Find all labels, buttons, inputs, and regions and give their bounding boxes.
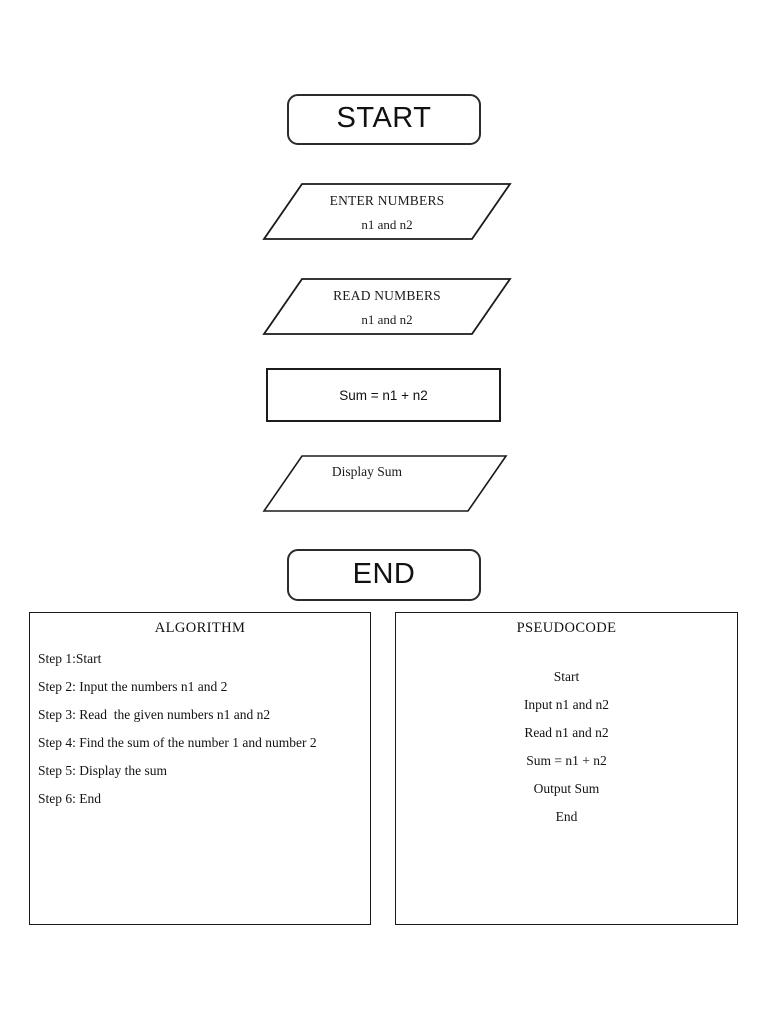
flow-node-read-numbers-line2: n1 and n2 [361, 312, 413, 327]
algorithm-step: Step 1:Start [38, 651, 102, 666]
parallelogram-icon [262, 455, 508, 512]
parallelogram-icon [262, 278, 512, 335]
algorithm-step-list: Step 1:Start Step 2: Input the numbers n… [30, 645, 370, 813]
algorithm-panel: ALGORITHM Step 1:Start Step 2: Input the… [29, 612, 371, 925]
parallelogram-icon [262, 183, 512, 240]
pseudocode-line: End [555, 809, 578, 824]
flow-node-read-numbers[interactable]: READ NUMBERS n1 and n2 [262, 277, 512, 337]
pseudocode-line: Input n1 and n2 [523, 697, 610, 712]
pseudocode-panel-title: PSEUDOCODE [516, 620, 617, 636]
pseudocode-panel: PSEUDOCODE Start Input n1 and n2 Read n1… [395, 612, 738, 925]
algorithm-step: Step 5: Display the sum [38, 763, 167, 778]
flow-node-enter-numbers[interactable]: ENTER NUMBERS n1 and n2 [262, 182, 512, 242]
pseudocode-line: Read n1 and n2 [524, 725, 609, 740]
flow-node-compute-sum-label: Sum = n1 + n2 [339, 387, 428, 403]
flow-node-end[interactable]: END [287, 549, 481, 601]
flow-node-enter-numbers-line1: ENTER NUMBERS [329, 193, 445, 208]
flow-node-start-label: START [336, 102, 432, 134]
flow-node-start[interactable]: START [287, 94, 481, 145]
flow-node-display-sum-label: Display Sum [331, 464, 403, 479]
flow-node-compute-sum[interactable]: Sum = n1 + n2 [266, 368, 501, 422]
algorithm-step: Step 3: Read the given numbers n1 and n2 [38, 707, 271, 722]
algorithm-panel-title: ALGORITHM [154, 620, 246, 636]
pseudocode-line: Output Sum [533, 781, 600, 796]
algorithm-step: Step 6: End [38, 791, 101, 806]
flow-node-enter-numbers-line2: n1 and n2 [361, 217, 413, 232]
algorithm-step: Step 2: Input the numbers n1 and 2 [38, 679, 228, 694]
flow-node-display-sum[interactable]: Display Sum [262, 454, 508, 514]
flow-node-end-label: END [352, 557, 416, 590]
algorithm-step: Step 4: Find the sum of the number 1 and… [38, 735, 317, 750]
pseudocode-line: Sum = n1 + n2 [526, 753, 607, 768]
pseudocode-line-list: Start Input n1 and n2 Read n1 and n2 Sum… [396, 663, 737, 831]
flow-node-read-numbers-line1: READ NUMBERS [333, 288, 441, 303]
pseudocode-line: Start [553, 669, 580, 684]
